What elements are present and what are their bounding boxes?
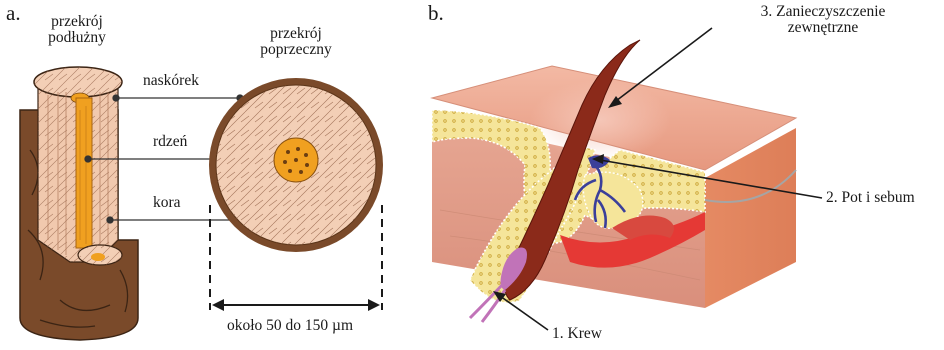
label-external-line1: 3. Zanieczyszczenie <box>728 4 918 20</box>
label-sweat-sebum: 2. Pot i sebum <box>826 190 915 206</box>
label-cortex: kora <box>153 195 181 211</box>
panel-b-letter: b. <box>428 2 444 24</box>
label-external-line2: zewnętrzne <box>728 20 918 36</box>
heading-longitudinal: przekrój podłużny <box>38 14 116 47</box>
heading-longitudinal-line2: podłużny <box>38 30 116 46</box>
label-medulla: rdzeń <box>153 134 187 150</box>
panel-a-letter: a. <box>6 2 21 24</box>
heading-cross: przekrój poprzeczny <box>248 26 344 59</box>
heading-cross-line2: poprzeczny <box>248 42 344 58</box>
label-diameter: około 50 do 150 µm <box>227 318 353 334</box>
heading-longitudinal-line1: przekrój <box>38 14 116 30</box>
skin-block <box>432 40 796 322</box>
heading-cross-line1: przekrój <box>248 26 344 42</box>
hair-longitudinal-section <box>20 67 138 340</box>
label-cuticle: naskórek <box>143 73 199 89</box>
label-external-contamination: 3. Zanieczyszczenie zewnętrzne <box>728 4 918 37</box>
label-blood: 1. Krew <box>552 326 602 342</box>
hair-cross-section <box>209 78 383 252</box>
